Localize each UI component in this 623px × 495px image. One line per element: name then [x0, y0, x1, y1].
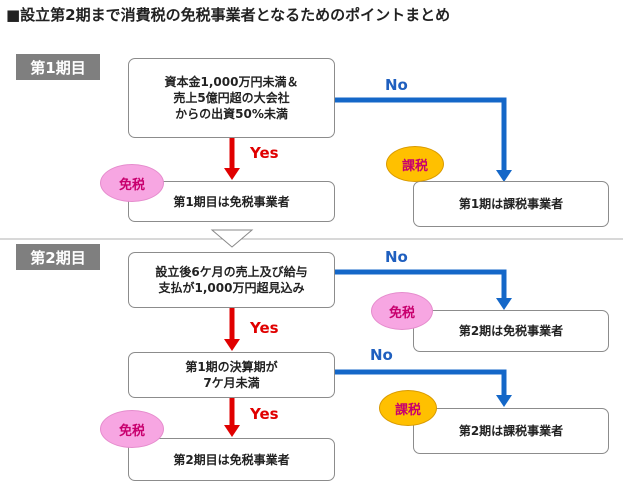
taxable-badge-1: 課税 — [386, 146, 444, 182]
condition-capital: 資本金1,000万円未満＆ 売上5億円超の大会社 からの出資50%未満 — [128, 58, 335, 138]
period-2-label: 第2期目 — [16, 244, 100, 270]
result-period2-taxable: 第2期は課税事業者 — [413, 408, 609, 454]
taxable-badge-2: 課税 — [379, 390, 437, 426]
yes-label-3: Yes — [250, 405, 279, 423]
condition-six-months: 設立後6ケ月の売上及び給与 支払が1,000万円超見込み — [128, 252, 335, 308]
condition-fiscal-period: 第1期の決算期が 7ケ月未満 — [128, 352, 335, 398]
exempt-badge-2: 免税 — [371, 292, 433, 330]
no-path-1 — [335, 97, 507, 172]
no-path-3 — [335, 369, 507, 397]
no-label-2: No — [385, 248, 408, 266]
result-period1-taxable: 第1期は課税事業者 — [413, 181, 609, 227]
result-period2-exempt-a: 第2期は免税事業者 — [413, 310, 609, 352]
period-1-label: 第1期目 — [16, 54, 100, 80]
down-chevron — [210, 229, 254, 248]
exempt-badge-3: 免税 — [100, 410, 164, 448]
yes-label-1: Yes — [250, 144, 279, 162]
no-label-1: No — [385, 76, 408, 94]
page-title: ■設立第2期まで消費税の免税事業者となるためのポイントまとめ — [6, 6, 451, 24]
no-path-2 — [335, 269, 507, 300]
yes-label-2: Yes — [250, 319, 279, 337]
exempt-badge-1: 免税 — [100, 164, 164, 202]
no-label-3: No — [370, 346, 393, 364]
result-period2-exempt-b: 第2期目は免税事業者 — [128, 438, 335, 481]
